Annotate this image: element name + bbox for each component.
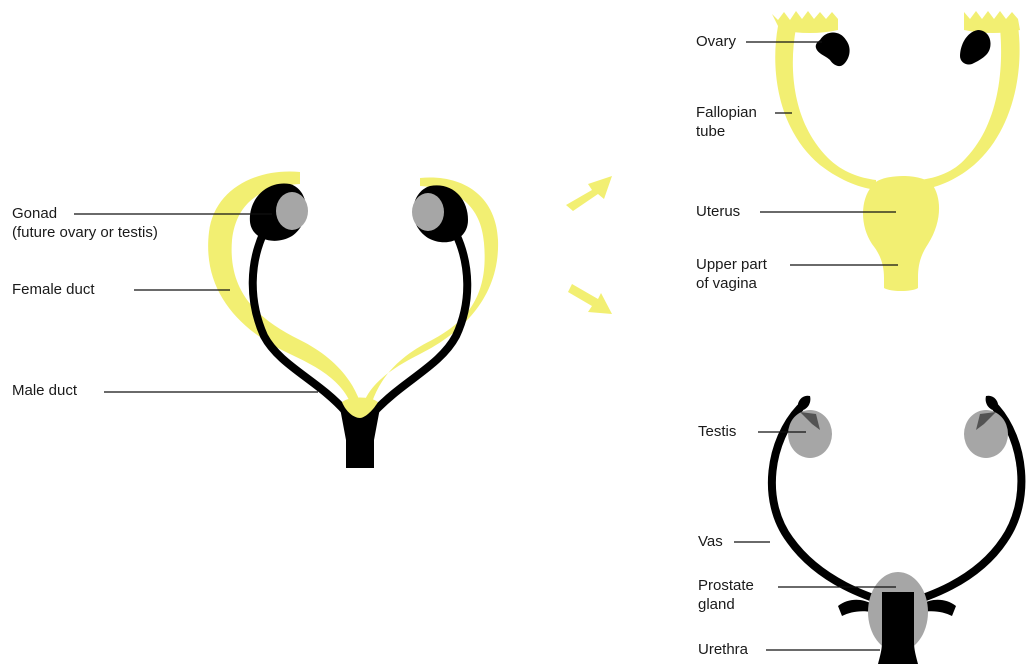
female-system <box>772 11 1020 291</box>
gonad-label-line2: (future ovary or testis) <box>12 224 158 241</box>
prostate-label-line2: gland <box>698 596 735 613</box>
leader-lines <box>74 42 898 650</box>
vas-tip-left <box>798 396 811 411</box>
gonad-label-line1: Gonad <box>12 205 57 222</box>
uterus-label: Uterus <box>696 202 740 221</box>
vagina-label-line1: Upper part <box>696 256 767 273</box>
vas-label: Vas <box>698 532 723 551</box>
arrow-to-male <box>568 284 612 314</box>
vas-tip-right <box>986 396 999 411</box>
gonad-left <box>276 192 308 230</box>
fallopian-label-line1: Fallopian <box>696 104 757 121</box>
upper-vagina-label: Upper part of vagina <box>696 255 767 293</box>
gonad-label: Gonad (future ovary or testis) <box>12 204 158 242</box>
testis-label: Testis <box>698 422 736 441</box>
vagina-label-line2: of vagina <box>696 275 757 292</box>
ovary-right <box>960 30 991 65</box>
male-system <box>772 396 1022 664</box>
urethra-label: Urethra <box>698 640 748 659</box>
female-duct-label: Female duct <box>12 280 95 299</box>
prostate-gland-label: Prostate gland <box>698 576 754 614</box>
arrow-to-female <box>566 176 612 211</box>
male-duct-label: Male duct <box>12 381 77 400</box>
fallopian-label-line2: tube <box>696 123 725 140</box>
uterus <box>863 176 939 291</box>
undifferentiated-system <box>208 172 498 468</box>
gonad-right <box>412 193 444 231</box>
fallopian-tube-label: Fallopian tube <box>696 103 757 141</box>
ovary-left <box>816 33 850 67</box>
urethra <box>878 592 918 664</box>
ovary-label: Ovary <box>696 32 736 51</box>
prostate-label-line1: Prostate <box>698 577 754 594</box>
male-duct-right <box>374 234 467 412</box>
seminal-vesicle-left <box>838 600 872 616</box>
